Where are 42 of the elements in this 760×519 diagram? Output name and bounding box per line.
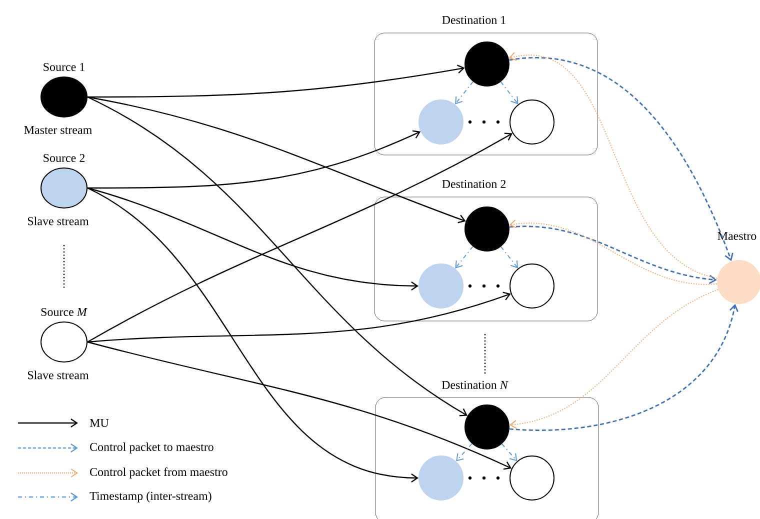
arrow [455,246,474,268]
arrow [509,289,719,429]
arrow [509,304,738,431]
arrow [454,81,474,104]
legend-label: Timestamp (inter-stream) [90,492,212,502]
stream-circle [418,264,464,308]
stream-circle [464,404,510,450]
legend-label: MU [90,419,109,427]
legend-label: Control packet from maestro [90,467,228,478]
stream-circle [418,456,464,500]
source-label: Source 1 [44,62,84,72]
destination-title: Destination 1 [442,16,506,24]
arrow [501,443,518,462]
stream-label: Master stream [24,126,92,134]
maestro-label: Maestro [718,232,756,240]
stream-circle [510,100,554,144]
source-label: Source M [41,308,88,316]
stream-circle [464,206,510,252]
destination-title: Destination 2 [442,180,506,188]
arrow [87,96,468,416]
legend-label: Control packet to maestro [90,442,214,454]
arrow [87,341,512,470]
arrow [500,81,518,104]
arrow [456,443,472,462]
stream-label: Slave stream [28,370,89,380]
arrow [87,132,513,343]
stream-circle [510,456,554,500]
stream-circle [464,42,510,86]
source-label: Source 2 [44,154,84,162]
stream-circle [418,100,464,144]
arrow [87,187,418,482]
arrow [500,246,518,268]
arrow [87,187,418,290]
arrow [87,96,466,224]
destination-title: Destination N [442,380,508,390]
stream-label: Slave stream [28,216,89,226]
arrow [88,64,465,98]
arrow [509,57,734,262]
stream-circle [510,264,554,308]
arrow [87,292,511,343]
arrow [88,130,421,189]
arrow [508,52,718,279]
